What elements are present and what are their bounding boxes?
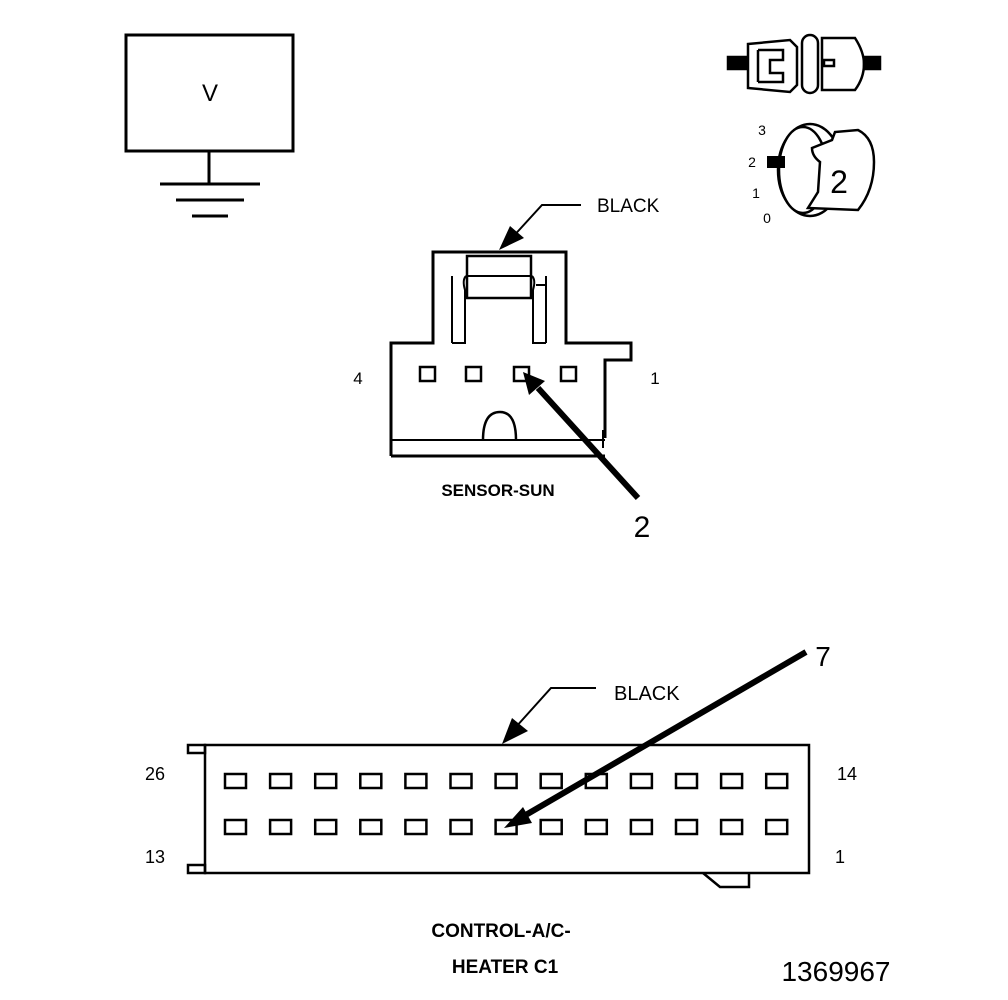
hvac-pin-6 — [539, 818, 563, 836]
hvac-pin-13 — [223, 818, 248, 836]
hvac-pin-14 — [764, 772, 789, 790]
hvac-color-label: BLACK — [614, 683, 680, 705]
hvac-pin-3 — [674, 818, 699, 836]
sun-sensor-pins — [418, 365, 578, 383]
hvac-pin-17 — [629, 772, 654, 790]
hvac-pin-2 — [719, 818, 744, 836]
hvac-pin-21 — [449, 772, 473, 790]
sun-sensor-pin-4 — [418, 365, 437, 383]
hvac-pin-23 — [359, 772, 383, 790]
connector-disconnect-icon — [726, 33, 882, 95]
ignition-key-icon: 3 2 1 0 2 — [748, 122, 876, 226]
voltmeter: V — [124, 33, 295, 218]
hvac-pin-24 — [313, 772, 338, 790]
sun-sensor-pin-3 — [464, 365, 483, 383]
hvac-pin-4 — [629, 818, 654, 836]
key-position-0: 0 — [763, 210, 771, 226]
hvac-pins — [223, 772, 789, 836]
hvac-pin-top-right-label: 14 — [837, 764, 857, 784]
sun-sensor-probe-pin-label: 2 — [634, 511, 651, 544]
hvac-pin-20 — [494, 772, 518, 790]
hvac-pin-26 — [223, 772, 248, 790]
hvac-pin-1 — [764, 818, 789, 836]
hvac-pin-top-left-label: 26 — [145, 764, 165, 784]
hvac-pin-bottom-right-label: 1 — [835, 847, 845, 867]
sun-sensor-name: SENSOR-SUN — [441, 481, 554, 500]
hvac-connector-name-line1: CONTROL-A/C- — [431, 921, 570, 942]
hvac-pin-16 — [674, 772, 699, 790]
key-position-2: 2 — [748, 154, 756, 170]
hvac-pin-22 — [404, 772, 428, 790]
hvac-pin-19 — [539, 772, 563, 790]
sun-sensor-color-label: BLACK — [597, 196, 660, 217]
hvac-connector-name-line2: HEATER C1 — [452, 957, 559, 978]
hvac-pin-10 — [359, 818, 383, 836]
hvac-pin-12 — [268, 818, 293, 836]
sun-sensor-probe-arrow — [523, 372, 641, 501]
key-position-3: 3 — [758, 122, 766, 138]
hvac-probe-arrow — [504, 649, 808, 828]
hvac-pin-25 — [268, 772, 293, 790]
hvac-pin-9 — [404, 818, 428, 836]
sun-sensor-pin-left-label: 4 — [353, 369, 362, 388]
hvac-control-connector: BLACK 26 14 13 1 7 CONTROL-A/C- HEATER C… — [145, 641, 857, 978]
hvac-pin-11 — [313, 818, 338, 836]
figure-id: 1369967 — [781, 956, 890, 987]
sun-sensor-connector: BLACK 4 1 2 — [353, 196, 659, 544]
hvac-pin-bottom-left-label: 13 — [145, 847, 165, 867]
voltmeter-label: V — [202, 80, 218, 107]
hvac-probe-pin-label: 7 — [815, 641, 831, 672]
sun-sensor-pin-1 — [559, 365, 578, 383]
hvac-pin-8 — [449, 818, 473, 836]
ground-icon — [160, 182, 260, 218]
hvac-pin-15 — [719, 772, 744, 790]
key-selected-position: 2 — [830, 164, 848, 200]
hvac-pin-5 — [584, 818, 609, 836]
key-position-1: 1 — [752, 185, 760, 201]
sun-sensor-pin-right-label: 1 — [650, 369, 659, 388]
